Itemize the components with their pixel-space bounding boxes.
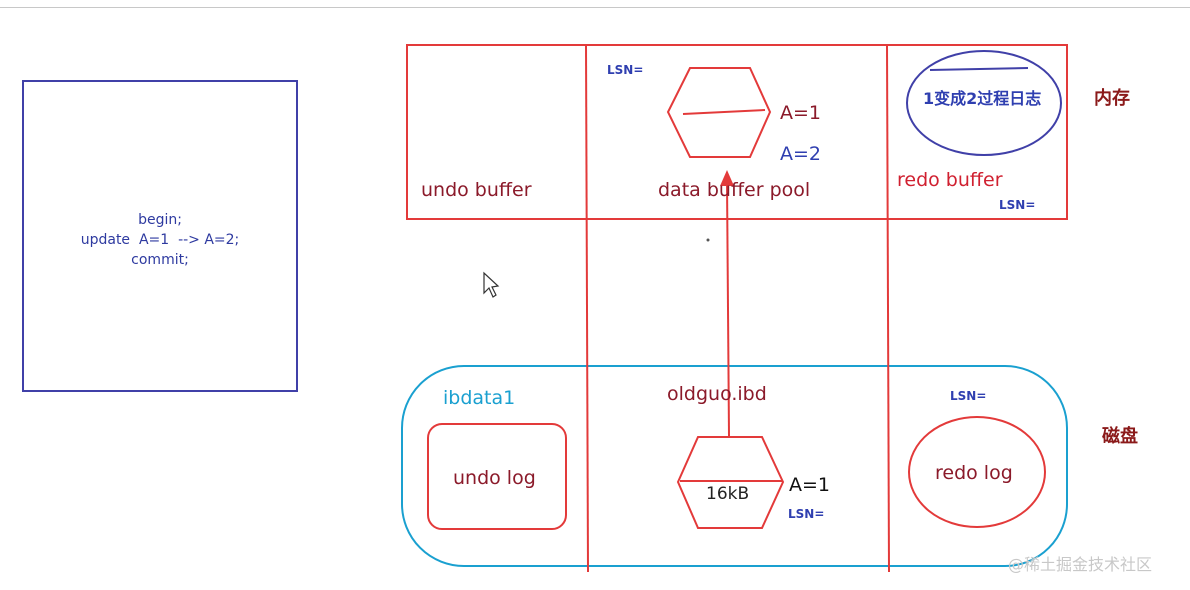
load-arrow-head [720,170,734,186]
watermark: @稀土掘金技术社区 [1008,555,1153,574]
data-buffer-pool-label: data buffer pool [658,179,811,201]
disk-page-lsn: LSN= [788,507,825,521]
disk-page-hexagon [676,436,785,529]
code-line-commit: commit; [131,252,189,268]
buffer-page-strike [682,109,766,115]
disk-page-size: 16kB [706,484,750,504]
redo-buffer-lsn: LSN= [999,198,1036,212]
table-file-label: oldguo.ibd [667,383,767,405]
divider-left [585,44,589,573]
redo-change-note: 1变成2过程日志 [923,89,1042,108]
undo-buffer-label: undo buffer [421,179,532,201]
load-arrow-shaft [726,181,730,437]
buffer-page-old-value: A=1 [780,102,822,124]
memory-region-label: 内存 [1094,88,1130,109]
sql-code-panel [22,80,298,392]
buffer-pool-lsn: LSN= [607,63,644,77]
disk-page-value: A=1 [789,474,831,496]
code-line-begin: begin; [138,212,182,228]
redo-buffer-ellipse [906,50,1062,156]
stray-dot [706,238,710,242]
divider-right [886,44,890,573]
undo-log-box [427,423,567,530]
buffer-page-hexagon [666,67,772,158]
undo-log-label: undo log [453,467,536,489]
redo-log-label: redo log [935,462,1013,484]
sql-code: begin; update A=1 --> A=2; commit; [22,210,298,270]
code-line-update: update A=1 --> A=2; [80,232,240,248]
disk-region-border [401,365,1068,567]
redo-buffer-label: redo buffer [897,169,1003,191]
memory-region-border [406,44,1068,220]
disk-region-label: 磁盘 [1102,426,1138,447]
buffer-page-new-value: A=2 [780,143,822,165]
top-divider [0,7,1190,8]
ibdata1-label: ibdata1 [443,387,516,409]
redo-log-lsn: LSN= [950,389,987,403]
redo-log-circle [908,416,1046,528]
redo-buffer-stroke [929,67,1029,71]
mouse-cursor-icon [483,271,500,298]
